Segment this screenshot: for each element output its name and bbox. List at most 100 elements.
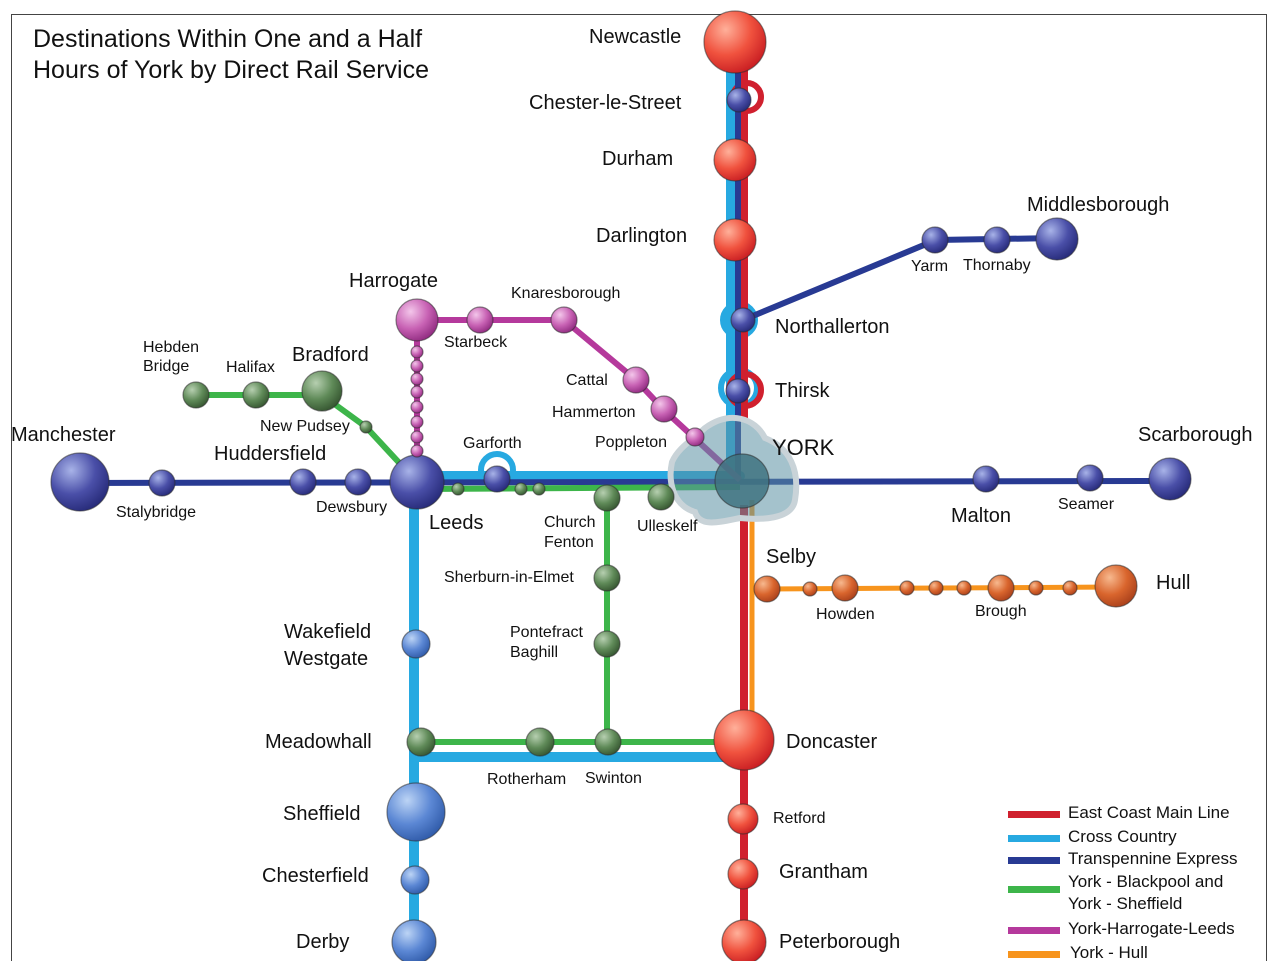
label-doncaster: Doncaster <box>786 731 878 753</box>
station-marker-chester-le-street <box>726 87 752 113</box>
station-marker-dewsbury <box>344 468 372 496</box>
station-marker-leeds <box>389 454 445 510</box>
station-marker-retford <box>727 803 759 835</box>
label-huddersfield: Huddersfield <box>214 443 327 465</box>
label-rotherham: Rotherham <box>487 771 567 788</box>
label-darlington: Darlington <box>596 225 688 247</box>
label-hebden-bridge-1: Hebden <box>143 339 200 356</box>
label-hammerton: Hammerton <box>552 404 636 421</box>
station-marker-bradford <box>301 370 343 412</box>
label-halifax: Halifax <box>226 359 275 376</box>
york-hull-line <box>749 500 1117 735</box>
label-hull: Hull <box>1156 572 1191 594</box>
label-malton: Malton <box>951 505 1012 527</box>
legend-swatch <box>1008 886 1060 893</box>
label-garforth: Garforth <box>463 435 522 452</box>
station-marker-green-stop-1 <box>451 482 465 496</box>
label-retford: Retford <box>773 810 826 827</box>
station-marker-rotherham <box>525 727 555 757</box>
label-thirsk: Thirsk <box>775 380 830 402</box>
station-marker-knaresborough <box>550 306 578 334</box>
station-marker-derby <box>391 919 437 961</box>
station-marker-chesterfield <box>400 865 430 895</box>
label-stalybridge: Stalybridge <box>116 504 197 521</box>
station-marker-sheffield <box>386 782 446 842</box>
station-marker-newcastle <box>703 10 767 74</box>
station-marker-orange-stop-6 <box>1062 580 1078 596</box>
label-harrogate: Harrogate <box>349 270 438 292</box>
label-poppleton: Poppleton <box>595 434 668 451</box>
label-sherburn: Sherburn-in-Elmet <box>444 569 574 586</box>
legend-label: Transpennine Express <box>1068 849 1238 868</box>
label-chester-le-street: Chester-le-Street <box>529 92 682 114</box>
legend-swatch <box>1008 927 1060 934</box>
station-marker-church-fenton <box>593 484 621 512</box>
label-pontefract-1: Pontefract <box>510 624 583 641</box>
label-bradford: Bradford <box>292 344 369 366</box>
station-marker-pink-stop-6 <box>410 415 424 429</box>
map-frame <box>11 14 1267 961</box>
legend-label-2: York - Sheffield <box>1068 894 1183 913</box>
station-marker-orange-stop-1 <box>802 581 818 597</box>
station-marker-howden <box>831 574 859 602</box>
station-marker-middlesborough <box>1035 217 1079 261</box>
legend-swatch <box>1008 811 1060 818</box>
station-marker-halifax <box>242 381 270 409</box>
label-ulleskelf: Ulleskelf <box>637 518 698 535</box>
label-seamer: Seamer <box>1058 496 1115 513</box>
station-marker-yarm <box>921 226 949 254</box>
label-grantham: Grantham <box>779 861 868 883</box>
station-marker-harrogate <box>395 298 439 342</box>
label-leeds: Leeds <box>429 512 484 534</box>
label-scarborough: Scarborough <box>1138 424 1253 446</box>
station-marker-pink-stop-2 <box>410 359 424 373</box>
station-marker-doncaster <box>713 709 775 771</box>
map-title-line-2: Hours of York by Direct Rail Service <box>33 56 429 84</box>
label-howden: Howden <box>816 606 875 623</box>
station-marker-pink-stop-3 <box>410 372 424 386</box>
label-knaresborough: Knaresborough <box>511 285 621 302</box>
station-marker-green-stop-3 <box>532 482 546 496</box>
station-marker-swinton <box>594 728 622 756</box>
label-selby: Selby <box>766 546 817 568</box>
station-marker-poppleton <box>685 427 705 447</box>
station-marker-hebden-bridge <box>182 381 210 409</box>
station-marker-selby <box>753 575 781 603</box>
label-meadowhall: Meadowhall <box>265 731 372 753</box>
station-marker-seamer <box>1076 464 1104 492</box>
station-marker-sherburn <box>593 564 621 592</box>
station-marker-thornaby <box>983 226 1011 254</box>
station-marker-cattal <box>622 366 650 394</box>
label-dewsbury: Dewsbury <box>316 499 388 516</box>
station-marker-durham <box>713 138 757 182</box>
label-chesterfield: Chesterfield <box>262 865 369 887</box>
station-marker-pink-stop-5 <box>410 400 424 414</box>
label-starbeck: Starbeck <box>444 334 508 351</box>
legend-label: York - Blackpool and <box>1068 872 1224 891</box>
label-wakefield-2: Westgate <box>284 648 369 670</box>
station-marker-york <box>714 453 770 509</box>
label-yarm: Yarm <box>911 258 949 275</box>
stations-layer <box>50 10 1192 961</box>
legend-label: East Coast Main Line <box>1068 803 1230 822</box>
station-marker-pontefract <box>593 630 621 658</box>
legend-swatch <box>1008 835 1060 842</box>
label-thornaby: Thornaby <box>963 257 1031 274</box>
station-marker-huddersfield <box>289 468 317 496</box>
label-wakefield-1: Wakefield <box>284 621 372 643</box>
label-newcastle: Newcastle <box>589 26 682 48</box>
label-cattal: Cattal <box>566 372 608 389</box>
station-marker-scarborough <box>1148 457 1192 501</box>
label-durham: Durham <box>602 148 674 170</box>
label-swinton: Swinton <box>585 770 642 787</box>
label-peterborough: Peterborough <box>779 931 901 953</box>
legend-label: York - Hull <box>1070 943 1148 961</box>
station-marker-brough <box>987 574 1015 602</box>
station-marker-malton <box>972 465 1000 493</box>
legend-swatch <box>1008 951 1060 958</box>
label-northallerton: Northallerton <box>775 316 890 338</box>
station-marker-new-pudsey <box>359 420 373 434</box>
legend-swatch <box>1008 857 1060 864</box>
